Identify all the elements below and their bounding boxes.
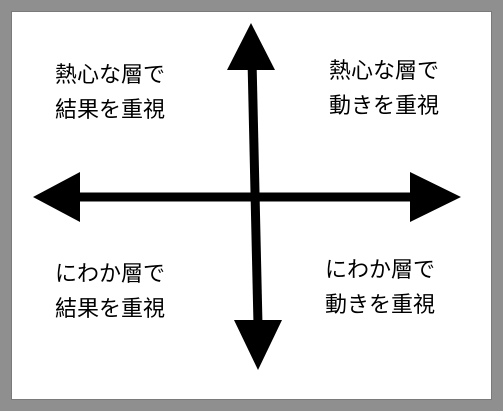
top-arrowhead [227, 23, 275, 70]
quadrant-label-line: にわか層で [325, 258, 436, 283]
quadrant-label-line: 動きを重視 [325, 293, 436, 318]
quadrant-label-bottom-left: にわか層で 結果を重視 [55, 257, 205, 327]
quadrant-label-line: 結果を重視 [55, 98, 166, 123]
quadrant-label-line: にわか層で [55, 262, 166, 287]
right-arrowhead [410, 172, 461, 222]
vertical-axis-line [247, 59, 263, 326]
quadrant-label-line: 熱心な層で [329, 59, 440, 84]
quadrant-label-top-left: 熱心な層で 結果を重視 [55, 58, 205, 128]
quadrant-label-top-right: 熱心な層で 動きを重視 [329, 54, 479, 124]
quadrant-label-line: 動きを重視 [329, 94, 440, 119]
quadrant-label-line: 結果を重視 [55, 297, 166, 322]
quadrant-label-line: 熱心な層で [55, 63, 166, 88]
left-arrowhead [33, 172, 80, 222]
bottom-arrowhead [234, 320, 282, 370]
quadrant-label-bottom-right: にわか層で 動きを重視 [325, 253, 475, 323]
